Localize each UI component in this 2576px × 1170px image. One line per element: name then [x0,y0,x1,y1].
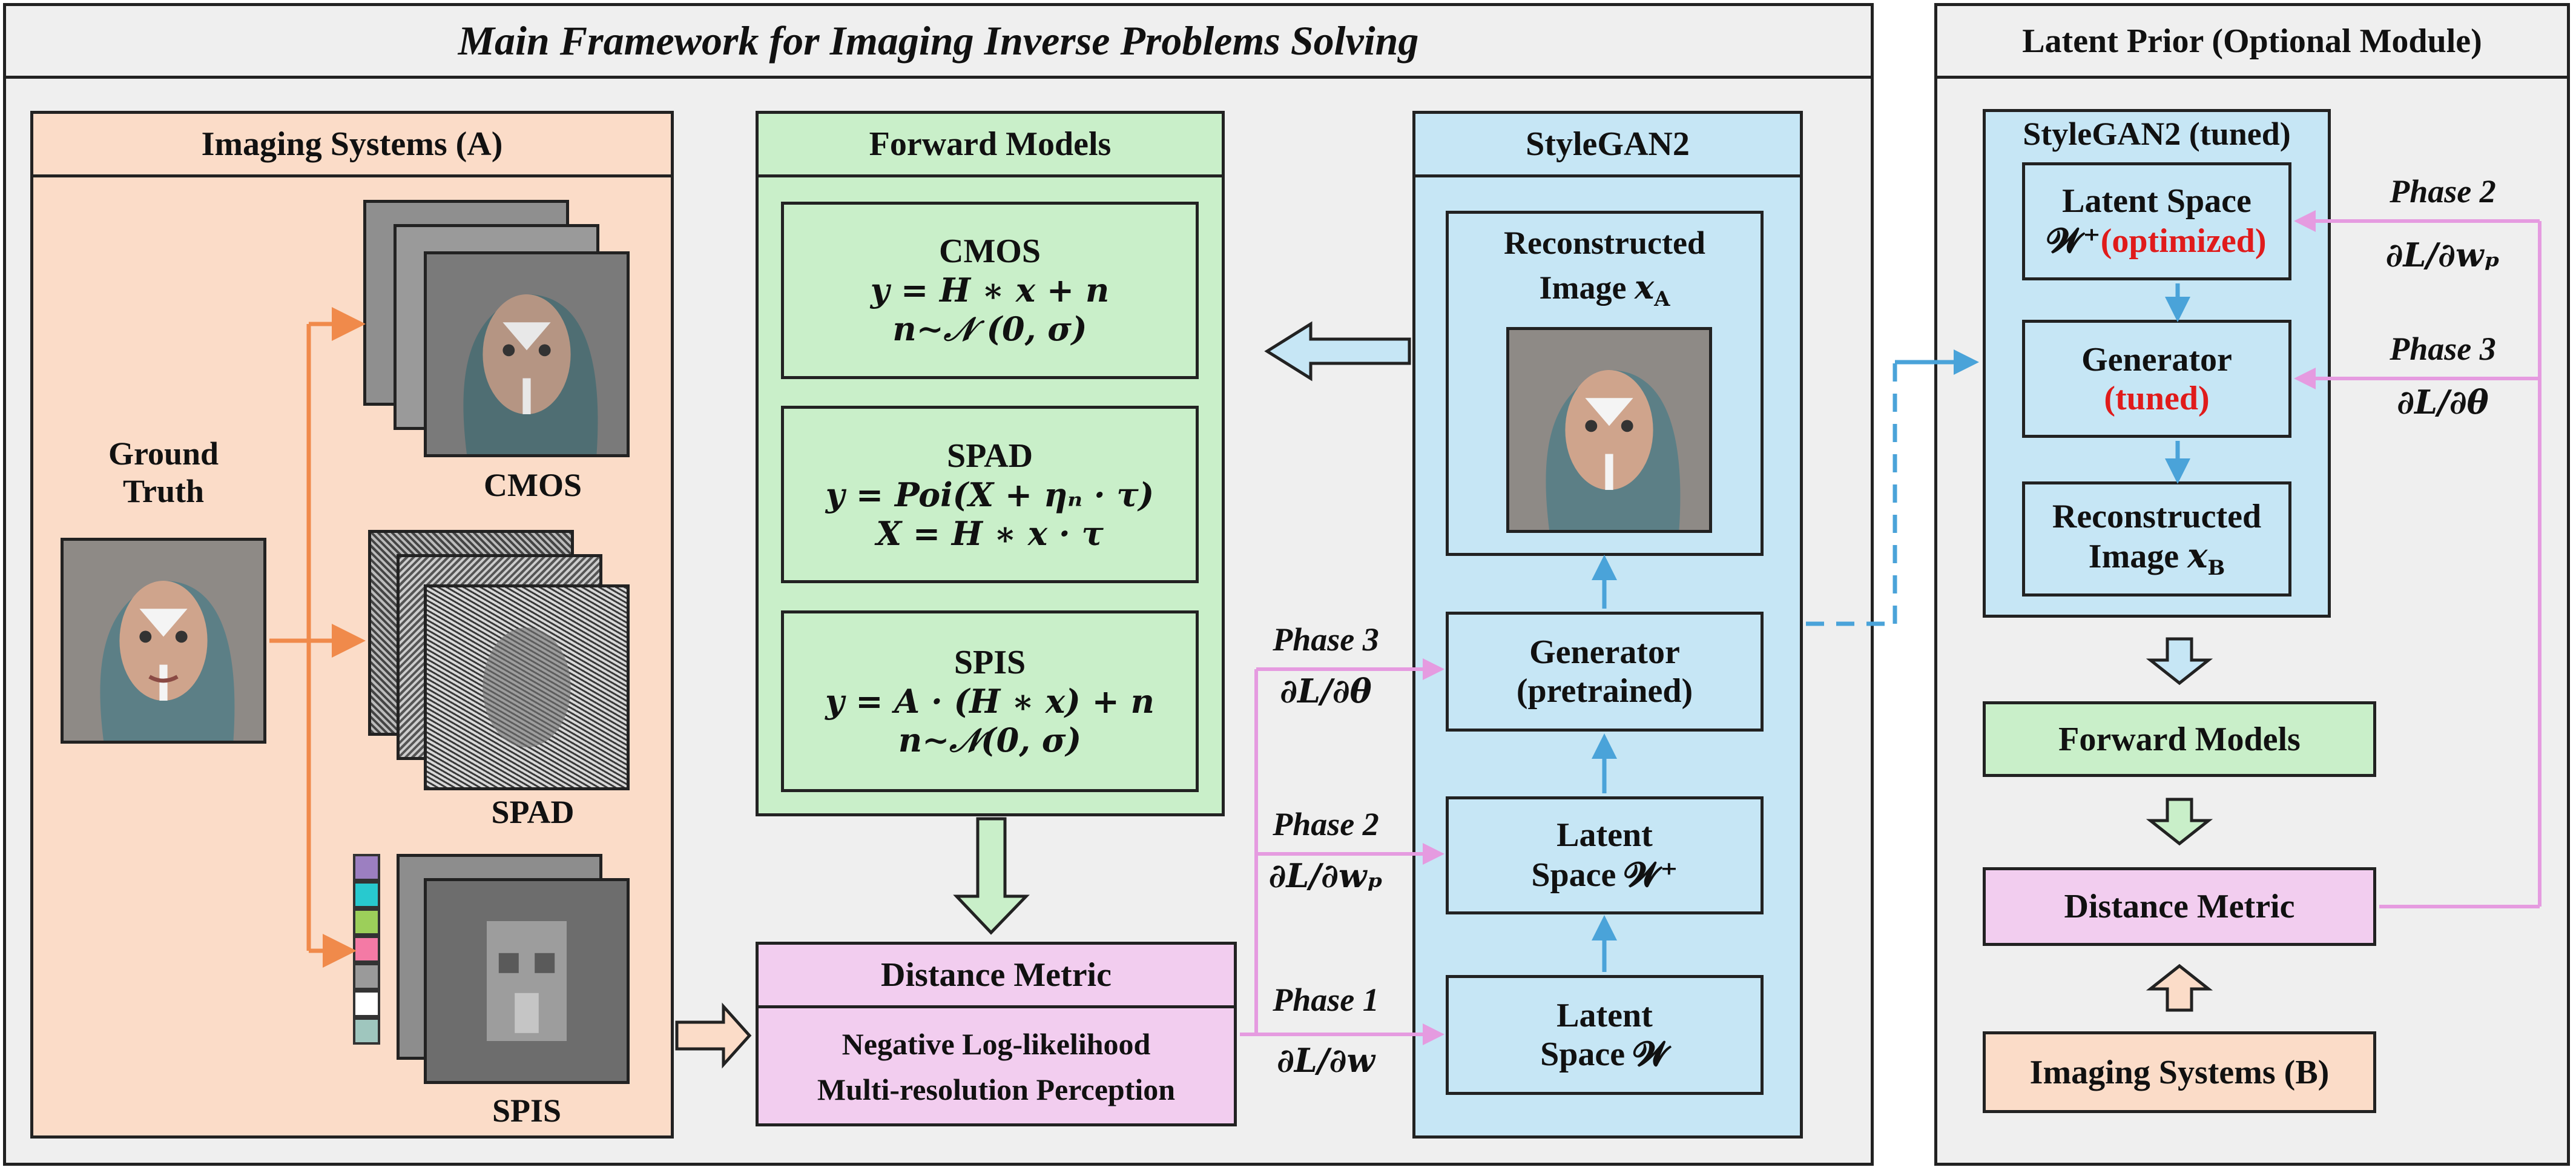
reconstructed-a-line2: Image xA [1446,268,1764,311]
cmos-model-eq1: y = H ∗ x + n [870,271,1110,309]
latent-w-line2: Space 𝓦 [1540,1035,1669,1073]
reconstructed-b-var: xB [2187,536,2225,581]
forward-models-title-bar: Forward Models [756,111,1225,177]
distance-metric-title-bar: Distance Metric [756,942,1237,1008]
stylegan2-title-bar: StyleGAN2 [1412,111,1803,177]
spis-pattern-cell [353,1017,380,1045]
prior-forward-models-box: Forward Models [1983,701,2376,777]
ground-truth-image [61,538,266,744]
generator-pretrained-box: Generator (pretrained) [1446,612,1764,732]
distance-metric-content: Negative Log-likelihood Multi-resolution… [759,1010,1234,1124]
spad-model-eq1: y = Poi(X + ηₙ · τ) [825,475,1155,514]
imaging-systems-b-box: Imaging Systems (B) [1983,1031,2376,1113]
spis-model-eq1: y = A · (H ∗ x) + n [825,681,1155,721]
stylegan2-tuned-title: StyleGAN2 (tuned) [2023,116,2291,152]
spad-label: SPAD [491,794,575,830]
reconstructed-a-image [1506,327,1712,533]
spad-model-name: SPAD [946,437,1033,475]
forward-models-title: Forward Models [869,125,1112,163]
spis-model-box: SPIS y = A · (H ∗ x) + n n∼𝒩(0, σ) [781,610,1199,792]
cmos-model-box: CMOS y = H ∗ x + n n∼𝒩 (0, σ) [781,202,1199,379]
prior-forward-models-label: Forward Models [2058,720,2301,758]
prior-distance-metric-label: Distance Metric [2064,888,2295,925]
reconstructed-b-sub: B [2207,556,2225,581]
latent-space-optimized-box: Latent Space 𝓦⁺(optimized) [2022,162,2291,280]
spad-image-front [424,584,630,790]
latent-w-line1: Latent [1556,996,1653,1034]
prior-phase3-grad: ∂L/∂θ [2397,383,2489,421]
generator-tuned-line2: (tuned) [2104,379,2210,417]
prior-phase2-name: Phase 2 [2390,173,2496,210]
spad-face-illustration [483,627,571,747]
spis-model-name: SPIS [954,643,1026,681]
latent-prior-title: Latent Prior (Optional Module) [2022,22,2482,60]
spad-model-eq2: X = H ∗ x · τ [876,514,1104,553]
cmos-image-front [424,251,630,457]
reconstructed-image-b-box: Reconstructed Image xB [2022,481,2291,597]
spis-pattern-strip [353,854,386,1045]
distance-metric-line2: Multi-resolution Perception [817,1072,1176,1106]
spad-model-box: SPAD y = Poi(X + ηₙ · τ) X = H ∗ x · τ [781,406,1199,583]
latent-prior-title-bar: Latent Prior (Optional Module) [1934,3,2570,79]
spis-face-illustration [427,881,627,1081]
distance-metric-title: Distance Metric [881,956,1112,994]
reconstructed-b-image-word: Image [2088,538,2179,576]
ground-truth-label: Ground Truth [108,435,219,510]
latent-space-wplus-box: Latent Space 𝓦⁺ [1446,796,1764,914]
imaging-systems-title-bar: Imaging Systems (A) [30,111,674,177]
latent-optimized-line2: 𝓦⁺(optimized) [2047,220,2267,261]
reconstructed-a-var: xA [1634,268,1670,311]
main-phase1-name: Phase 1 [1273,982,1379,1018]
spis-pattern-cell [353,881,380,908]
latent-optimized-line1: Latent Space [2062,182,2252,220]
reconstructed-a-line1: Reconstructed [1504,225,1705,261]
spis-pattern-cell [353,963,380,990]
reconstructed-face-illustration [1509,330,1709,530]
reconstructed-a-image-word: Image [1539,269,1627,306]
imaging-systems-title: Imaging Systems (A) [201,125,503,163]
prior-phase2-grad: ∂L/∂wₚ [2385,236,2500,274]
latent-space-w-box: Latent Space 𝓦 [1446,975,1764,1095]
latent-wplus-line1: Latent [1556,816,1653,854]
cmos-model-eq2: n∼𝒩 (0, σ) [892,309,1087,348]
generator-tuned-box: Generator (tuned) [2022,320,2291,438]
spis-pattern-cell [353,908,380,936]
main-phase1-grad: ∂L/∂w [1277,1041,1375,1080]
spis-pattern-cell [353,990,380,1017]
main-phase2-name: Phase 2 [1273,806,1379,842]
spis-image-front [424,878,630,1084]
prior-phase3-name: Phase 3 [2390,331,2496,367]
spis-label: SPIS [492,1092,562,1129]
generator-pretrained-line2: (pretrained) [1516,672,1693,710]
main-framework-title: Main Framework for Imaging Inverse Probl… [458,18,1419,64]
reconstructed-b-line1: Reconstructed [2052,498,2262,536]
latent-wplus-line2: Space 𝓦⁺ [1531,856,1678,894]
imaging-systems-b-label: Imaging Systems (B) [2029,1053,2330,1091]
reconstructed-a-sub: A [1654,286,1670,311]
latent-optimized-tag: (optimized) [2100,222,2267,260]
cmos-face-illustration [427,254,627,454]
main-phase3-grad: ∂L/∂θ [1280,672,1372,710]
stylegan2-title: StyleGAN2 [1526,125,1690,163]
face-illustration [64,541,263,741]
generator-pretrained-line1: Generator [1529,633,1680,671]
cmos-label: CMOS [484,467,582,503]
reconstructed-b-line2: Image xB [2089,536,2225,580]
cmos-model-name: CMOS [939,233,1041,270]
latent-optimized-symbol: 𝓦⁺ [2047,222,2101,260]
main-phase3-name: Phase 3 [1273,621,1379,658]
generator-tuned-line1: Generator [2081,340,2232,378]
spis-model-eq2: n∼𝒩(0, σ) [898,720,1082,759]
spis-pattern-cell [353,936,380,963]
prior-distance-metric-box: Distance Metric [1983,867,2376,946]
distance-metric-line1: Negative Log-likelihood [842,1027,1151,1061]
spis-pattern-cell [353,854,380,881]
main-phase2-grad: ∂L/∂wₚ [1268,856,1383,895]
main-framework-title-bar: Main Framework for Imaging Inverse Probl… [3,3,1874,79]
